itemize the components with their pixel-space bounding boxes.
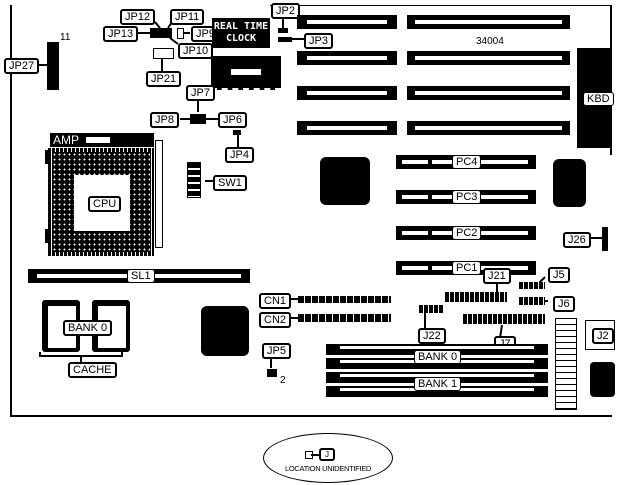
jp4-label[interactable]: JP4 [225,147,254,163]
jp12-label[interactable]: JP12 [120,9,156,25]
j5-header [519,282,545,289]
isa-slot-right-3 [407,86,570,100]
j22-header [419,305,443,313]
pc4-label[interactable]: PC4 [452,155,482,169]
board-edge-top [270,5,612,6]
j6-label[interactable]: J6 [553,296,575,312]
vertical-connector [555,318,577,410]
jp2-label[interactable]: JP2 [271,3,300,19]
isa-slot-left-1 [297,15,397,29]
board-id: 34004 [476,36,504,47]
jp9-jumper [177,28,184,39]
j26-header [602,227,608,251]
legend-j-label: J [319,448,335,461]
rtc-line2: CLOCK [225,33,257,44]
j21-label[interactable]: J21 [483,268,511,284]
socket-clip-bottom [45,229,49,243]
j26-label[interactable]: J26 [563,232,591,248]
pc3-label[interactable]: PC3 [452,190,482,204]
jp5-label[interactable]: JP5 [262,343,291,359]
j2-label[interactable]: J2 [592,328,614,344]
jp7-label[interactable]: JP7 [186,85,215,101]
jp10-label[interactable]: JP10 [178,43,214,59]
jp27-label[interactable]: JP27 [4,58,40,74]
legend-leader [311,454,319,456]
board-outline [10,5,612,417]
jp21-jumper [153,48,174,59]
jp8-label[interactable]: JP8 [150,112,179,128]
jp8-jp7-jumpers [190,114,206,124]
cn2-label[interactable]: CN2 [259,312,292,328]
simm-bank0-label[interactable]: BANK 0 [414,350,462,364]
pc1-label[interactable]: PC1 [452,261,482,275]
rtc-label: REAL TIME CLOCK [212,21,270,45]
pin-marker-2: 2 [280,375,286,386]
jp2-jumper [278,28,288,33]
j7-header [463,314,545,324]
rtc-line1: REAL TIME [213,21,269,32]
j6-header [519,297,545,305]
isa-slot-right-2 [407,51,570,65]
j21-header [445,292,507,302]
cpu-label[interactable]: CPU [88,196,122,212]
amp-label: AMP [53,133,80,147]
board-edge-right [610,5,612,155]
jp13-label[interactable]: JP13 [103,26,139,42]
isa-slot-left-3 [297,86,397,100]
isa-slot-right-1 [407,15,570,29]
cn1-label[interactable]: CN1 [259,293,292,309]
cache-bank0-label[interactable]: BANK 0 [63,320,113,336]
j5-label[interactable]: J5 [548,267,570,283]
real-time-clock-chip [212,18,270,48]
isa-slot-right-4 [407,121,570,135]
legend-ellipse [263,433,393,483]
sw1-label[interactable]: SW1 [213,175,247,191]
sw1-dip-switch [187,162,201,198]
j22-label[interactable]: J22 [418,328,446,344]
cn1-header [298,296,391,303]
jp27-header [47,42,59,90]
rear-port [590,362,615,397]
jp5-jumper [267,369,277,377]
simm-bank1-label[interactable]: BANK 1 [414,377,462,391]
jp4-jumper [233,130,241,135]
chipset-chip-2 [553,159,586,207]
jp21-label[interactable]: JP21 [146,71,182,87]
cache-label[interactable]: CACHE [68,362,117,378]
pin-marker-11: 11 [60,32,71,43]
isa-slot-left-2 [297,51,397,65]
jp11-label[interactable]: JP11 [170,9,205,25]
isa-slot-left-4 [297,121,397,135]
jp3-jumper [278,37,292,42]
amp-marker [86,137,110,143]
jp13-12-11-10-jumpers [150,28,172,38]
kbd-label[interactable]: KBD [583,92,614,106]
cpu-lever [155,140,163,248]
pc2-label[interactable]: PC2 [452,226,482,240]
bios-chip-label [230,68,262,76]
chipset-chip-3 [201,306,249,356]
jp6-label[interactable]: JP6 [218,112,247,128]
socket-clip-top [45,150,49,164]
cn2-header [298,314,391,322]
sl1-label[interactable]: SL1 [127,269,155,283]
chipset-chip-1 [320,157,370,205]
jp3-label[interactable]: JP3 [304,33,333,49]
simm-socket-1 [326,344,548,355]
legend-text: LOCATION UNIDENTIFIED [284,464,372,473]
